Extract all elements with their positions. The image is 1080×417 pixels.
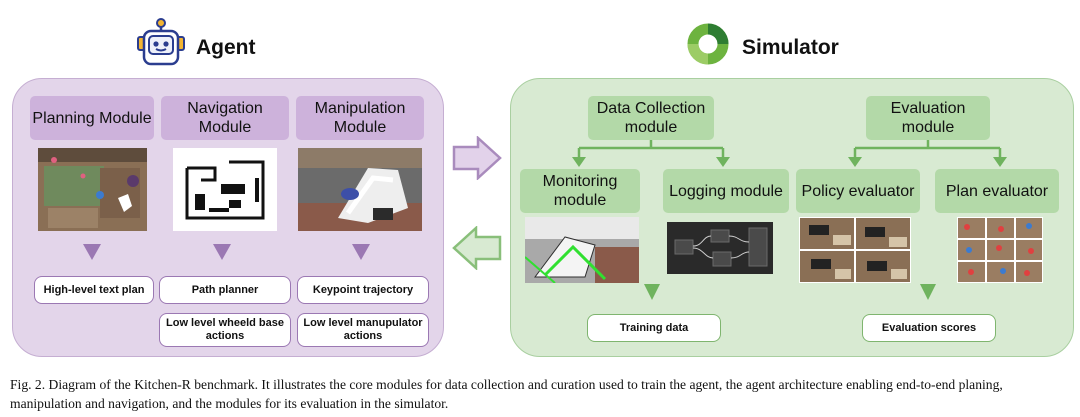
ring-logo-icon xyxy=(686,22,730,66)
policy-evaluator-image xyxy=(799,217,911,283)
manipulation-module: Manipulation Module xyxy=(296,96,424,140)
path-planner: Path planner xyxy=(159,276,291,304)
low-level-wheeled-base-actions: Low level wheeld base actions xyxy=(159,313,291,347)
navigation-module: Navigation Module xyxy=(161,96,289,140)
evaluation-module: Evaluation module xyxy=(866,96,990,140)
simulator-connectors xyxy=(510,78,1072,355)
low-level-manipulator-actions: Low level manupulator actions xyxy=(297,313,429,347)
agent-to-simulator-arrow xyxy=(452,136,502,180)
manipulation-scene-image xyxy=(298,148,422,231)
manipulation-down-arrow xyxy=(352,244,370,260)
evaluation-scores: Evaluation scores xyxy=(862,314,996,342)
data-collection-module: Data Collection module xyxy=(588,96,714,140)
planning-down-arrow xyxy=(83,244,101,260)
agent-title: Agent xyxy=(196,36,256,59)
plan-evaluator: Plan evaluator xyxy=(935,169,1059,213)
robot-icon xyxy=(134,18,188,68)
training-data: Training data xyxy=(587,314,721,342)
logging-module: Logging module xyxy=(663,169,789,213)
planning-module: Planning Module xyxy=(30,96,154,140)
monitoring-scene-image xyxy=(525,217,639,283)
simulator-to-agent-arrow xyxy=(452,226,502,270)
navigation-map-image xyxy=(173,148,277,231)
monitoring-module: Monitoring module xyxy=(520,169,640,213)
navigation-down-arrow xyxy=(213,244,231,260)
plan-evaluator-image xyxy=(957,217,1043,283)
planning-scene-image xyxy=(38,148,147,231)
policy-evaluator: Policy evaluator xyxy=(796,169,920,213)
keypoint-trajectory: Keypoint trajectory xyxy=(297,276,429,304)
simulator-title: Simulator xyxy=(742,36,839,59)
high-level-text-plan: High-level text plan xyxy=(34,276,154,304)
logging-graph-image xyxy=(667,222,773,274)
figure-caption: Fig. 2. Diagram of the Kitchen-R benchma… xyxy=(10,377,1003,411)
